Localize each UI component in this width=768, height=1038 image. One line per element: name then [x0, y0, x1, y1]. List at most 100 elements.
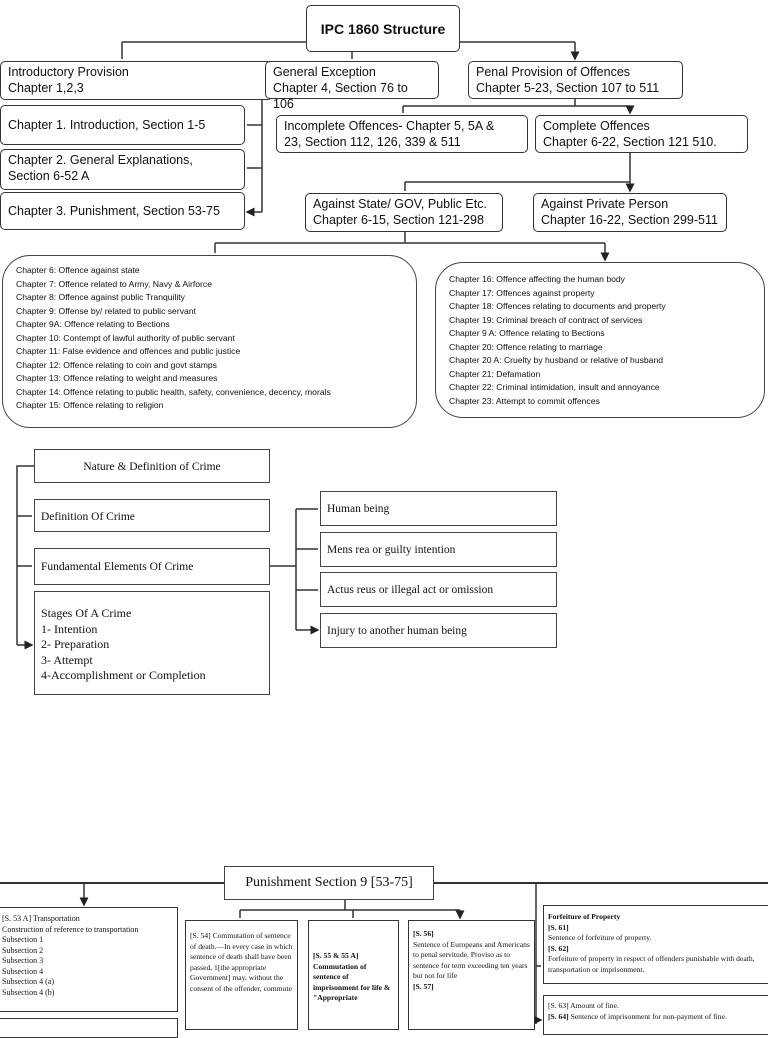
private-chapter-item: Chapter 18: Offences relating to documen…: [449, 301, 666, 311]
s64-heading: [S. 64]: [548, 1011, 569, 1021]
state-chapter-item: Chapter 10: Contempt of lawful authority…: [16, 332, 235, 343]
s64-text: Sentence of imprisonment for non-payment…: [570, 1011, 727, 1021]
crime-element-label: Human being: [327, 503, 390, 515]
chapter3-label: Chapter 3. Punishment, Section 53-75: [8, 204, 220, 218]
s62-text: Forfeiture of property in respect of off…: [548, 954, 755, 974]
state-chapter-item: Chapter 9A: Offence relating to Bections: [16, 319, 170, 329]
s55-box: [S. 55 & 55 A]Commutation of sentence of…: [308, 920, 399, 1030]
fine-box: [S. 63] Amount of fine.[S. 64] Sentence …: [543, 995, 768, 1035]
forfeiture-title: Forfeiture of Property: [548, 912, 621, 921]
s61-heading: [S. 61]: [548, 922, 569, 932]
state-chapter-item: Chapter 6: Offence against state: [16, 265, 140, 275]
private-chapter-item: Chapter 22: Criminal intimidation, insul…: [449, 382, 660, 392]
private-title: Against Private Person: [541, 197, 669, 211]
state-title: Against State/ GOV, Public Etc.: [313, 197, 487, 211]
complete-sections: Chapter 6-22, Section 121 510.: [543, 135, 717, 149]
state-chapter-item: Chapter 14: Offence relating to public h…: [16, 386, 331, 397]
s53-line: Construction of reference to transportat…: [2, 924, 139, 934]
definition-label: Definition Of Crime: [41, 511, 135, 523]
s56-heading: [S. 56]: [413, 929, 434, 938]
s53-line: Subsection 4 (a): [2, 977, 54, 986]
complete-title: Complete Offences: [543, 119, 650, 133]
lower-left-box: [0, 1018, 178, 1038]
crime-element-label: Actus reus or illegal act or omission: [327, 584, 494, 596]
private-chapter-item: Chapter 17: Offences against property: [449, 287, 595, 298]
fundamental-box: Fundamental Elements Of Crime: [34, 548, 270, 585]
state-chapter-item: Chapter 12: Offence relating to coin and…: [16, 359, 217, 370]
s54-box: [S. 54] Commutation of sentence of death…: [185, 920, 298, 1030]
private-chapter-item: Chapter 23: Attempt to commit offences: [449, 395, 600, 406]
stage-item: 4-Accomplishment or Completion: [41, 668, 206, 682]
private-chapter-item: Chapter 16: Offence affecting the human …: [449, 274, 625, 284]
private-chapter-item: Chapter 9 A: Offence relating to Bection…: [449, 328, 605, 338]
intro-chapters: Chapter 1,2,3: [8, 81, 84, 95]
s53-line: [S. 53 A] Transportation: [2, 914, 80, 923]
private-chapter-list: Chapter 16: Offence affecting the human …: [435, 262, 765, 418]
crime-element-box: Actus reus or illegal act or omission: [320, 572, 557, 607]
state-chapter-item: Chapter 13: Offence relating to weight a…: [16, 373, 218, 383]
against-state-box: Against State/ GOV, Public Etc. Chapter 6…: [305, 193, 503, 232]
general-chapters: Chapter 4, Section 76 to 106: [273, 81, 408, 111]
stage-item: 2- Preparation: [41, 637, 110, 651]
private-chapter-item: Chapter 19: Criminal breach of contract …: [449, 314, 643, 325]
incomplete-title: Incomplete Offences- Chapter 5, 5A &: [284, 119, 495, 133]
state-chapter-item: Chapter 11: False evidence and offences …: [16, 346, 241, 356]
private-chapter-item: Chapter 20: Offence relating to marriage: [449, 341, 603, 352]
ipc-title: IPC 1860 Structure: [320, 20, 446, 37]
s54-text: [S. 54] Commutation of sentence of death…: [190, 931, 293, 993]
s61-text: Sentence of forfeiture of property.: [548, 933, 652, 942]
chapter2-title: Chapter 2. General Explanations,: [8, 153, 193, 167]
punishment-title: Punishment Section 9 [53-75]: [245, 875, 413, 890]
s56-box: [S. 56]Sentence of Europeans and America…: [408, 920, 535, 1030]
s53-line: Subsection 1: [2, 935, 44, 944]
s63-text: [S. 63] Amount of fine.: [548, 1001, 619, 1010]
private-chapter-item: Chapter 20 A: Cruelty by husband or rela…: [449, 355, 664, 365]
stage-item: Stages Of A Crime: [41, 606, 132, 620]
state-sections: Chapter 6-15, Section 121-298: [313, 213, 484, 227]
fundamental-label: Fundamental Elements Of Crime: [41, 561, 194, 573]
penal-chapters: Chapter 5-23, Section 107 to 511: [476, 81, 660, 95]
intro-title: Introductory Provision: [8, 65, 129, 79]
crime-element-box: Human being: [320, 491, 557, 526]
incomplete-sections: 23, Section 112, 126, 339 & 511: [284, 135, 461, 149]
s62-heading: [S. 62]: [548, 943, 569, 953]
definition-box: Definition Of Crime: [34, 499, 270, 532]
chapter1-box: Chapter 1. Introduction, Section 1-5: [0, 105, 245, 145]
crime-element-label: Mens rea or guilty intention: [327, 544, 456, 556]
crime-title: Nature & Definition of Crime: [83, 461, 221, 473]
crime-element-box: Injury to another human being: [320, 613, 557, 648]
chapter2-sections: Section 6-52 A: [8, 169, 90, 183]
s53-line: Subsection 4: [2, 966, 44, 976]
s55-text: Commutation of sentence of imprisonment …: [313, 961, 391, 1003]
incomplete-offences-box: Incomplete Offences- Chapter 5, 5A & 23, …: [276, 115, 528, 153]
penal-title: Penal Provision of Offences: [476, 65, 631, 79]
state-chapter-item: Chapter 15: Offence relating to religion: [16, 400, 164, 410]
stage-item: 3- Attempt: [41, 652, 93, 667]
ipc-title-box: IPC 1860 Structure: [306, 5, 460, 52]
state-chapter-item: Chapter 8: Offence against public Tranqu…: [16, 292, 185, 302]
state-chapter-item: Chapter 9: Offense by/ related to public…: [16, 305, 196, 316]
crime-element-label: Injury to another human being: [327, 625, 467, 637]
private-chapter-item: Chapter 21: Defamation: [449, 368, 541, 379]
chapter1-label: Chapter 1. Introduction, Section 1-5: [8, 118, 206, 132]
crime-title-box: Nature & Definition of Crime: [34, 449, 270, 483]
chapter2-box: Chapter 2. General Explanations, Section …: [0, 149, 245, 190]
state-chapter-item: Chapter 7: Offence related to Army, Navy…: [16, 278, 212, 289]
s57-heading: [S. 57]: [413, 981, 434, 991]
s53-line: Subsection 3: [2, 956, 44, 965]
chapter3-box: Chapter 3. Punishment, Section 53-75: [0, 192, 245, 230]
crime-element-box: Mens rea or guilty intention: [320, 532, 557, 567]
private-sections: Chapter 16-22, Section 299-511: [541, 213, 718, 227]
punishment-title-box: Punishment Section 9 [53-75]: [224, 866, 434, 900]
s53-line: Subsection 4 (b): [2, 987, 55, 997]
general-title: General Exception: [273, 65, 376, 79]
